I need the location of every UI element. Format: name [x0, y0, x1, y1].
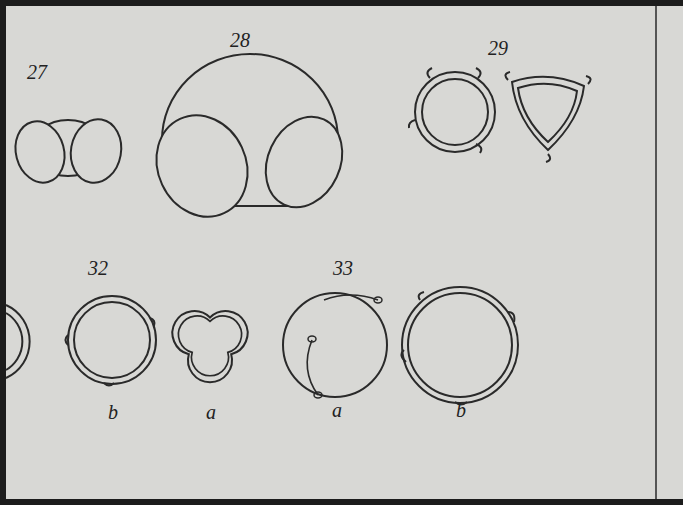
figure-number: 33	[333, 258, 353, 278]
figure-number: 28	[230, 30, 250, 50]
page-ground	[6, 6, 683, 499]
part-letter: b	[108, 402, 118, 422]
part-letter: b	[456, 400, 466, 420]
part-letter: a	[332, 400, 342, 420]
figure-number: 29	[488, 38, 508, 58]
part-letter: a	[206, 402, 216, 422]
figure-number: 27	[27, 62, 47, 82]
figure-number: 32	[88, 258, 108, 278]
